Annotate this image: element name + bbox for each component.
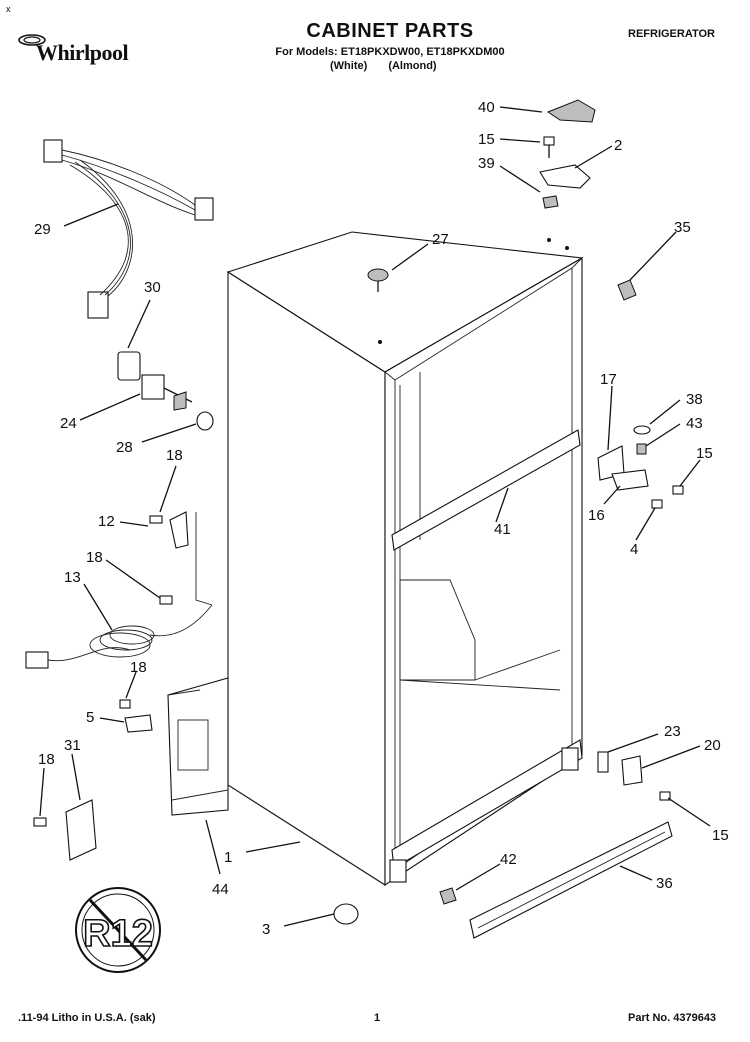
callout-24: 24 — [60, 415, 77, 432]
callout-5: 5 — [86, 709, 94, 726]
callout-39: 39 — [478, 155, 495, 172]
callout-18: 18 — [130, 659, 147, 676]
callout-15: 15 — [478, 131, 495, 148]
callout-18: 18 — [38, 751, 55, 768]
cord-clip — [149, 511, 189, 549]
logo-swirl-icon — [18, 34, 46, 46]
color-variants: (White) (Almond) — [330, 60, 490, 72]
callout-38: 38 — [686, 391, 703, 408]
callout-16: 16 — [588, 507, 605, 524]
print-info: .11-94 Litho in U.S.A. (sak) — [18, 1012, 156, 1024]
callout-36: 36 — [656, 875, 673, 892]
callout-41: 41 — [494, 521, 511, 538]
variant-white: (White) — [330, 60, 368, 72]
top-plug — [367, 268, 389, 292]
base-grille — [469, 821, 673, 939]
callout-20: 20 — [704, 737, 721, 754]
callout-43: 43 — [686, 415, 703, 432]
roller-bracket — [333, 903, 359, 925]
callout-3: 3 — [262, 921, 270, 938]
callout-27: 27 — [432, 231, 449, 248]
page-title: CABINET PARTS — [306, 20, 474, 42]
power-cord — [25, 595, 213, 669]
brand-logo-text: Whirlpool — [36, 40, 129, 65]
part-number: Part No. 4379643 — [628, 1012, 717, 1024]
access-cover — [33, 799, 97, 861]
grille-clip — [439, 887, 457, 905]
callout-2: 2 — [614, 137, 622, 154]
callout-numbers: 40 15 2 39 35 27 29 30 24 28 18 12 18 13… — [34, 99, 729, 938]
appliance-label: REFRIGERATOR — [628, 28, 715, 40]
bottom-hinge-assembly — [597, 751, 671, 801]
cord-clamp — [119, 699, 153, 733]
hinge-screw-top — [543, 136, 555, 158]
machine-compartment-bracket — [167, 677, 229, 816]
callout-4: 4 — [630, 541, 638, 558]
whirlpool-logo: Whirlpool — [14, 26, 150, 70]
hinge-cover — [546, 99, 596, 123]
callout-15: 15 — [712, 827, 729, 844]
callout-15: 15 — [696, 445, 713, 462]
callout-31: 31 — [64, 737, 81, 754]
hinge-shim — [542, 195, 559, 209]
leader-lines — [39, 106, 711, 927]
corner-mark: x — [6, 4, 11, 14]
page-number: 1 — [374, 1012, 381, 1024]
callout-29: 29 — [34, 221, 51, 238]
callout-23: 23 — [664, 723, 681, 740]
rear-panel-edge — [195, 512, 213, 606]
callout-18: 18 — [86, 549, 103, 566]
callout-44: 44 — [212, 881, 229, 898]
r12-badge-text: R12 — [83, 913, 153, 955]
r12-refrigerant-badge: R12 — [75, 887, 161, 973]
callout-42: 42 — [500, 851, 517, 868]
callout-18: 18 — [166, 447, 183, 464]
hinge-cap-right — [617, 279, 637, 301]
callout-30: 30 — [144, 279, 161, 296]
callout-40: 40 — [478, 99, 495, 116]
variant-almond: (Almond) — [388, 60, 437, 72]
top-hinge — [539, 164, 591, 189]
callout-13: 13 — [64, 569, 81, 586]
callout-12: 12 — [98, 513, 115, 530]
drain-fitting — [141, 374, 193, 411]
divider-bar — [391, 429, 581, 551]
center-hinge-assembly — [597, 425, 684, 509]
callout-35: 35 — [674, 219, 691, 236]
models-line: For Models: ET18PKXDW00, ET18PKXDM00 — [275, 46, 505, 58]
cabinet-body — [226, 231, 584, 887]
callout-28: 28 — [116, 439, 133, 456]
callout-1: 1 — [224, 849, 232, 866]
wiring-harness — [43, 139, 214, 319]
grommet — [117, 351, 141, 381]
washer — [196, 411, 214, 431]
callout-17: 17 — [600, 371, 617, 388]
